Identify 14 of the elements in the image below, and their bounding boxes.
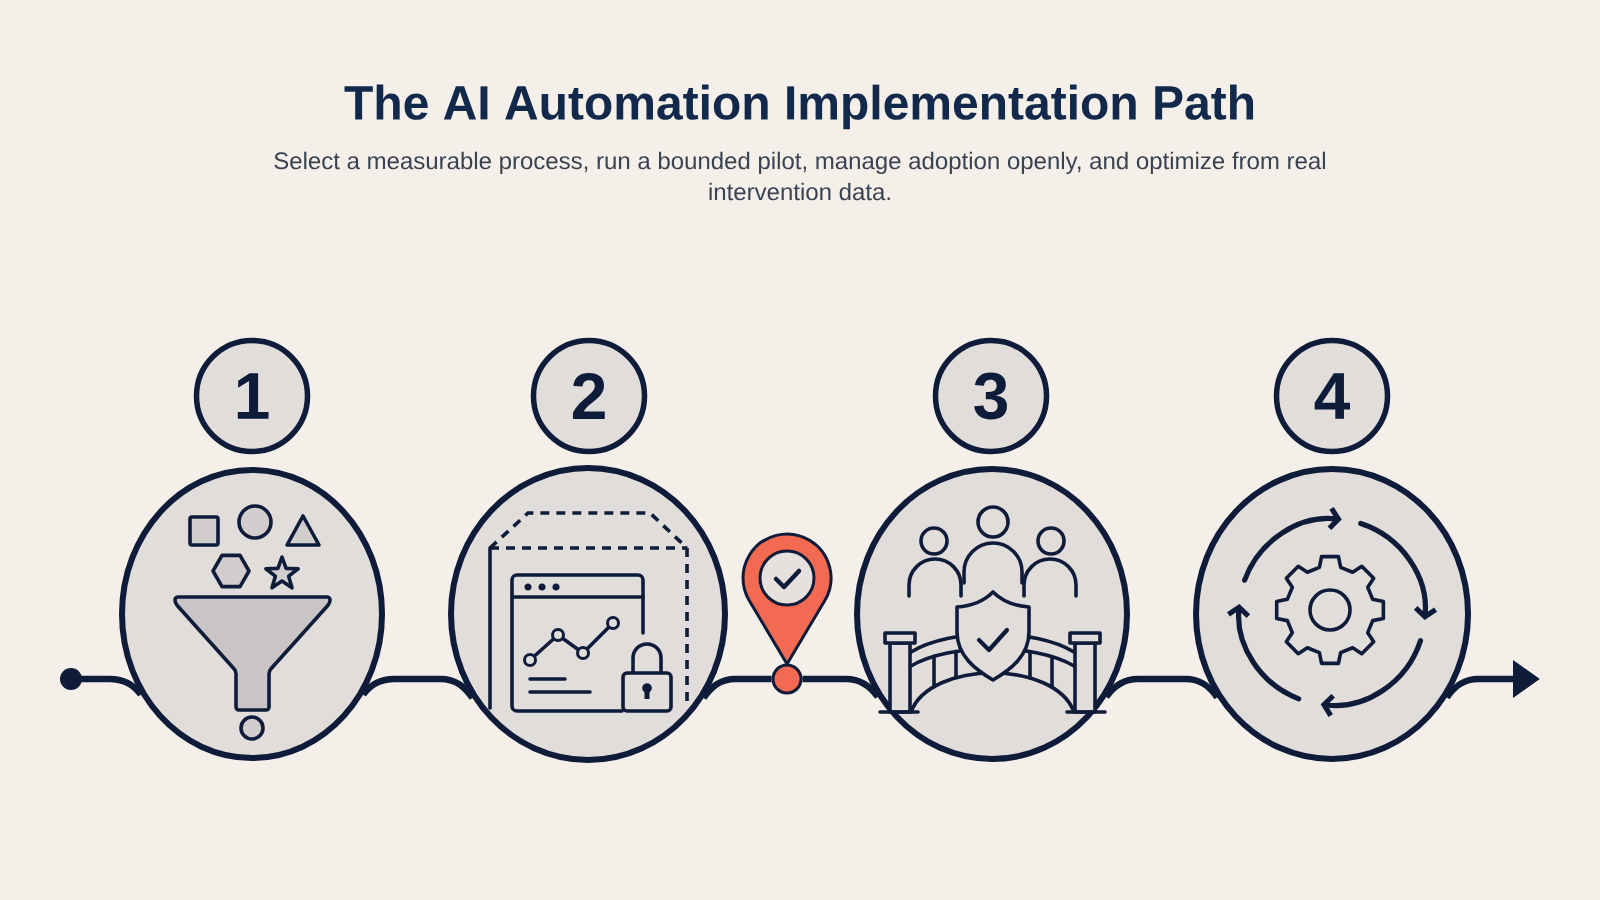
step-circle (448, 465, 728, 763)
step-number-badge: 3 (932, 337, 1050, 455)
step-number-badge: 4 (1273, 337, 1391, 455)
timeline-line (1103, 675, 1220, 700)
timeline-line (60, 668, 144, 697)
step-circle (1193, 466, 1471, 762)
timeline-line (701, 675, 772, 700)
title: The AI Automation Implementation Path (344, 84, 1254, 130)
timeline-line (360, 675, 475, 700)
timeline-line (802, 675, 881, 699)
step-number-badge: 2 (530, 337, 648, 455)
step-number-badge: 1 (193, 337, 311, 455)
subtitle: Select a measurable process, run a bounded pilot, manage adoption openly, and optimize from real intervention data. (274, 151, 1325, 201)
map-pin (741, 532, 833, 695)
